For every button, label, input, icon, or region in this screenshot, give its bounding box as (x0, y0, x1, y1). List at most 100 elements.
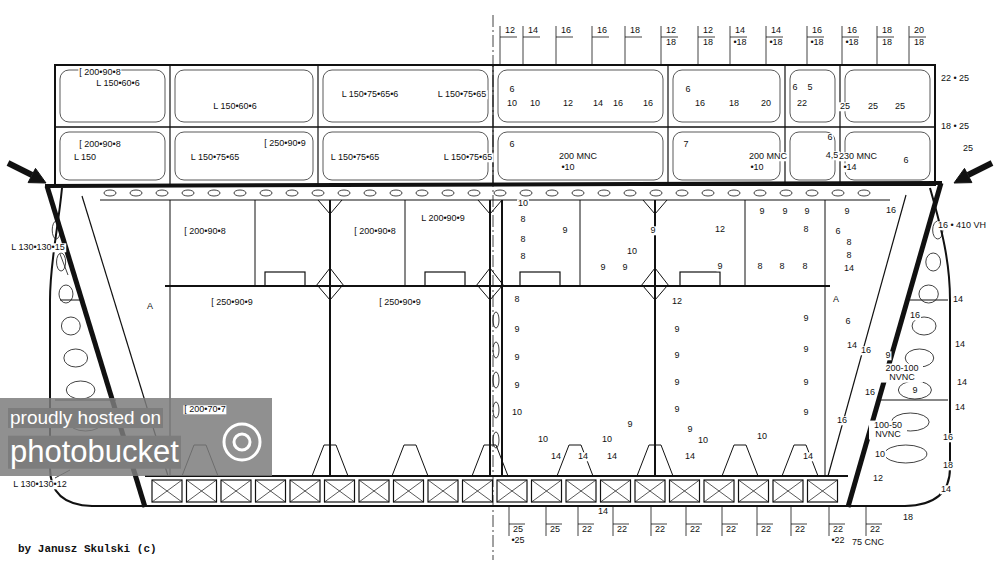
deck-beam (100, 200, 890, 201)
arrow-shaft (968, 163, 992, 175)
web-frame (790, 70, 835, 122)
lightening-hole (728, 190, 740, 196)
watermark-band (0, 398, 272, 476)
lightening-hole (59, 285, 73, 303)
lightening-hole (493, 342, 499, 358)
inner-side (828, 195, 906, 476)
cross-bracing (635, 480, 665, 502)
dimension-label: 18 • 25 (940, 122, 970, 131)
dimension-label: 14 (954, 340, 966, 349)
frame (169, 65, 170, 185)
author-credit: by Janusz Skulski (c) (18, 543, 157, 555)
dimension-label: 25 (512, 525, 524, 534)
dimension-label: 10 (697, 436, 709, 445)
leader-line (523, 26, 540, 64)
bracket (637, 445, 673, 476)
dimension-label: 10 (537, 435, 549, 444)
floor-plate (394, 480, 424, 502)
dimension-label: •25 (510, 536, 525, 545)
cross-bracing (808, 480, 838, 502)
double-bottom-cell (394, 480, 424, 502)
dimension-label: 22 (794, 525, 806, 534)
dimension-label: •14 (842, 163, 857, 172)
cross-bracing (325, 480, 355, 502)
lightening-hole (754, 190, 766, 196)
dimension-label: 14 (843, 264, 855, 273)
web-frame (60, 132, 165, 180)
dimension-label: 200 MNC (748, 152, 788, 161)
arrow-head (28, 168, 46, 183)
arrow-shaft (8, 163, 32, 175)
leader-line (829, 507, 845, 536)
dimension-label: L 150•75•65 (437, 90, 488, 99)
dimension-label: 16 (909, 311, 921, 320)
lightening-hole (130, 190, 142, 196)
dimension-label: 9 (626, 420, 633, 429)
dimension-label: 10 (874, 450, 886, 459)
dimension-label: 8 (519, 235, 526, 244)
leader-line (651, 507, 667, 536)
dimension-label: •18 (768, 38, 783, 47)
floor-plate (670, 480, 700, 502)
girder (520, 272, 560, 286)
bracket (316, 200, 344, 300)
dimension-label: 9 (803, 207, 810, 216)
double-bottom-cell (601, 480, 631, 502)
dimension-label: A (832, 295, 840, 304)
dimension-label: 14 (592, 99, 604, 108)
bracket (782, 445, 818, 476)
dimension-label: 16 • 410 VH (937, 221, 987, 230)
double-bottom-cell (808, 480, 838, 502)
double-bottom-cell (532, 480, 562, 502)
lightening-hole (338, 190, 350, 196)
dimension-label: 9 (649, 226, 656, 235)
dimension-label: 12 (714, 225, 726, 234)
dimension-label: 6 (508, 140, 515, 149)
dimension-label: 200-100 NVNC (881, 364, 923, 383)
lightening-hole (780, 190, 792, 196)
floor-plate (532, 480, 562, 502)
dimension-label: [ 250•90•9 (378, 298, 421, 307)
dimension-label: 6 (826, 133, 833, 142)
double-bottom-cell (670, 480, 700, 502)
watermark-icon (234, 434, 250, 450)
bracket (312, 445, 348, 476)
dimension-label: 22 (869, 525, 881, 534)
dimension-label: [ 200•90•8 (183, 227, 226, 236)
dimension-label: 9 (884, 351, 891, 360)
pillar (330, 200, 655, 476)
lightening-hole (493, 402, 499, 418)
dimension-label: 7 (682, 140, 689, 149)
lightening-hole (598, 190, 610, 196)
floor-plate (704, 480, 734, 502)
dimension-label: 9 (673, 378, 680, 387)
frame (784, 65, 785, 185)
dimension-label: 8 (845, 251, 852, 260)
dimension-label: 22 (832, 525, 844, 534)
dimension-label: [ 200•90•8 (353, 227, 396, 236)
arrow-head (954, 168, 972, 183)
dimension-label: 6 (834, 227, 841, 236)
dimension-label: 14 (597, 507, 609, 516)
cross-bracing (497, 480, 527, 502)
dimension-label: 8 (802, 225, 809, 234)
floor-plate (566, 480, 596, 502)
lightening-hole (364, 190, 376, 196)
double-bottom-cell (704, 480, 734, 502)
floor-plate (152, 480, 182, 502)
cross-bracing (221, 480, 251, 502)
double-bottom-cell (359, 480, 389, 502)
dimension-label: 10 (756, 432, 768, 441)
dimension-label: L 150•75•65 (190, 153, 241, 162)
lightening-hole (650, 190, 662, 196)
leader-line (613, 507, 629, 536)
dimension-label: [ 250•90•9 (263, 139, 306, 148)
double-bottom-cell (773, 480, 803, 502)
dimension-label: 14 (770, 26, 782, 35)
lightening-hole (926, 253, 941, 271)
leader-line (766, 26, 783, 64)
dimension-label: 14 (802, 452, 814, 461)
floor-plate (256, 480, 286, 502)
dimension-label: L 150•75•65•6 (341, 90, 400, 99)
